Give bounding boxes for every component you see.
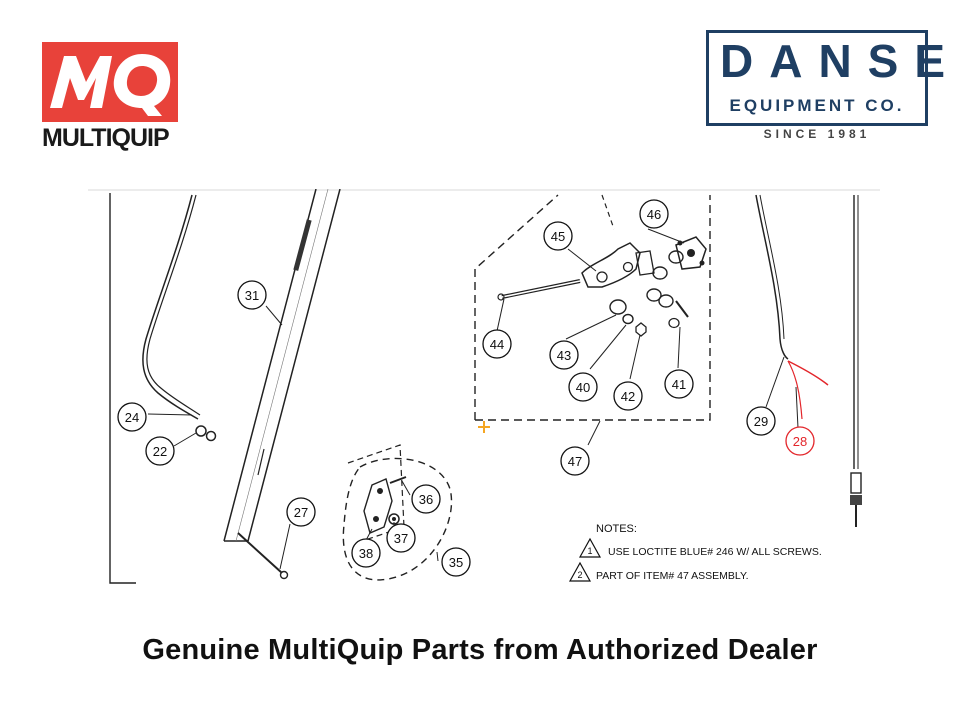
note-1-marker: 1 — [587, 546, 592, 556]
callout-38: 38 — [351, 538, 381, 568]
callout-circle — [145, 436, 175, 466]
callout-label: 40 — [576, 380, 590, 395]
notes-title: NOTES: — [596, 523, 637, 535]
callout-label: 31 — [245, 288, 259, 303]
callout-40: 40 — [568, 372, 598, 402]
bracket-45-icon — [581, 242, 655, 288]
footer-tagline: Genuine MultiQuip Parts from Authorized … — [142, 634, 818, 666]
callout-circle — [639, 199, 669, 229]
callout-label: 36 — [419, 492, 433, 507]
marker-plus-icon — [478, 421, 490, 433]
callout-circle — [386, 523, 416, 553]
screw-36-icon — [389, 476, 407, 484]
callout-label: 22 — [153, 444, 167, 459]
callout-45: 45 — [543, 221, 573, 251]
callout-label: 42 — [621, 389, 635, 404]
cable-right-icon — [850, 195, 862, 527]
callout-label: 29 — [754, 414, 768, 429]
callout-circle — [613, 381, 643, 411]
callout-label: 38 — [359, 546, 373, 561]
multiquip-logo: MULTIQUIP — [42, 42, 182, 152]
note-2-text: PART OF ITEM# 47 ASSEMBLY. — [596, 570, 749, 582]
multiquip-mq-mark-icon — [50, 54, 171, 116]
danse-logo: DANSE EQUIPMENT CO. SINCE 1981 — [706, 30, 960, 150]
callout-label: 45 — [551, 229, 565, 244]
danse-logo-frame — [706, 30, 928, 126]
callout-36: 36 — [411, 484, 441, 514]
parts-diagram: 31 24 22 27 36 37 38 35 45 46 44 43 40 42 41 47 29 28 NOT… — [88, 189, 880, 584]
callout-label: 27 — [294, 505, 308, 520]
callout-31: 31 — [237, 280, 267, 310]
callout-circle — [351, 538, 381, 568]
callout-circle — [543, 221, 573, 251]
multiquip-wordmark: MULTIQUIP — [42, 124, 170, 152]
callout-22: 22 — [145, 436, 175, 466]
danse-logo-since: SINCE 1981 — [763, 127, 871, 141]
leader-lines — [147, 228, 799, 570]
callout-label: 28 — [793, 434, 807, 449]
callout-circle — [441, 547, 471, 577]
callout-37: 37 — [386, 523, 416, 553]
notes-block: NOTES: 1 USE LOCTITE BLUE# 246 W/ ALL SC… — [568, 523, 822, 582]
callout-label: 41 — [672, 377, 686, 392]
callout-47: 47 — [560, 446, 590, 476]
danse-logo-name: DANSE — [720, 35, 960, 87]
callout-label: 24 — [125, 410, 139, 425]
callout-label: 35 — [449, 555, 463, 570]
bolt-27-icon — [237, 532, 289, 580]
callout-circle — [286, 497, 316, 527]
callout-circle — [411, 484, 441, 514]
callout-circle — [117, 402, 147, 432]
callout-27: 27 — [286, 497, 316, 527]
callout-label: 43 — [557, 348, 571, 363]
nut-22-icon — [195, 425, 217, 442]
callout-circle — [568, 372, 598, 402]
callout-43: 43 — [549, 340, 579, 370]
shaft-31-icon — [223, 189, 341, 542]
callout-label: 46 — [647, 207, 661, 222]
callout-circle — [664, 369, 694, 399]
callout-circle — [746, 406, 776, 436]
rod-44-icon — [497, 279, 581, 301]
callout-circle — [560, 446, 590, 476]
callout-28: 28 — [785, 426, 815, 456]
callout-24: 24 — [117, 402, 147, 432]
callout-label: 47 — [568, 454, 582, 469]
callout-label: 37 — [394, 531, 408, 546]
callout-label: 44 — [490, 337, 504, 352]
callout-29: 29 — [746, 406, 776, 436]
note-1-text: USE LOCTITE BLUE# 246 W/ ALL SCREWS. — [608, 546, 822, 558]
callout-circle — [482, 329, 512, 359]
callout-44: 44 — [482, 329, 512, 359]
callout-circle — [549, 340, 579, 370]
clamp-38-icon — [363, 478, 393, 534]
callout-46: 46 — [639, 199, 669, 229]
note-2-marker-icon: 2 — [568, 561, 592, 582]
callout-41: 41 — [664, 369, 694, 399]
callout-circle — [785, 426, 815, 456]
danse-logo-subtitle: EQUIPMENT CO. — [729, 96, 905, 115]
callout-42: 42 — [613, 381, 643, 411]
note-1-marker-icon: 1 — [578, 537, 602, 558]
callouts-layer: 31 24 22 27 36 37 38 35 45 46 44 43 40 42 41 47 29 28 — [117, 199, 815, 577]
callout-circle — [237, 280, 267, 310]
callout-35: 35 — [441, 547, 471, 577]
note-2-marker: 2 — [577, 570, 582, 580]
bushing-icons — [609, 250, 689, 337]
